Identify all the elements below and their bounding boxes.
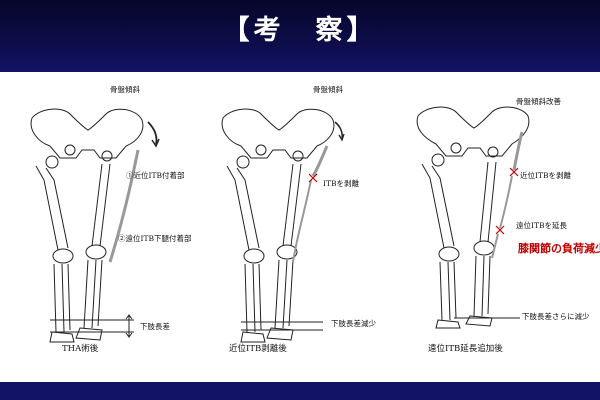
label-leg-length-further-reduced: 下肢長差さらに減少 bbox=[522, 312, 590, 321]
skeleton-diagram-1 bbox=[30, 108, 160, 343]
label-proximal-itb: ①近位ITB付着部 bbox=[126, 171, 185, 180]
label-leg-length-reduced: 下肢長差減少 bbox=[331, 319, 376, 328]
label-distal-itb: ②遠位ITB下腿付着部 bbox=[118, 234, 192, 243]
label-proximal-release: 近位ITBを剥離 bbox=[520, 171, 571, 180]
panel-tha-postop: 骨盤傾斜 ①近位ITB付着部 ②遠位ITB下腿付着部 下肢長差 THA術後 bbox=[10, 80, 210, 380]
title-bar: 【考 察】 bbox=[0, 0, 600, 72]
panel-distal-lengthening: 骨盤傾斜改善 近位ITBを剥離 遠位ITBを延長 膝関節の負荷減少 下肢長差さら… bbox=[400, 80, 600, 380]
highlight-knee-load-reduced: 膝関節の負荷減少 bbox=[518, 242, 600, 255]
caption-1: THA術後 bbox=[62, 344, 99, 354]
top-label-2: 骨盤傾斜 bbox=[313, 85, 343, 94]
footer-bar bbox=[0, 382, 600, 400]
slide-title: 【考 察】 bbox=[222, 15, 378, 46]
label-leg-length-diff: 下肢長差 bbox=[140, 322, 170, 331]
caption-2: 近位ITB剥離後 bbox=[229, 344, 287, 354]
label-distal-lengthening: 遠位ITBを延長 bbox=[516, 221, 567, 230]
top-label-3: 骨盤傾斜改善 bbox=[516, 97, 561, 106]
label-itb-release: ITBを剥離 bbox=[323, 179, 359, 188]
skeleton-diagram-3 bbox=[416, 106, 530, 329]
caption-3: 遠位ITB延長追加後 bbox=[428, 344, 503, 354]
top-label-1: 骨盤傾斜 bbox=[110, 85, 140, 94]
skeleton-diagram-2 bbox=[221, 108, 345, 343]
panel-proximal-release: 骨盤傾斜 ITBを剥離 下肢長差減少 近位ITB剥離後 bbox=[205, 80, 405, 380]
